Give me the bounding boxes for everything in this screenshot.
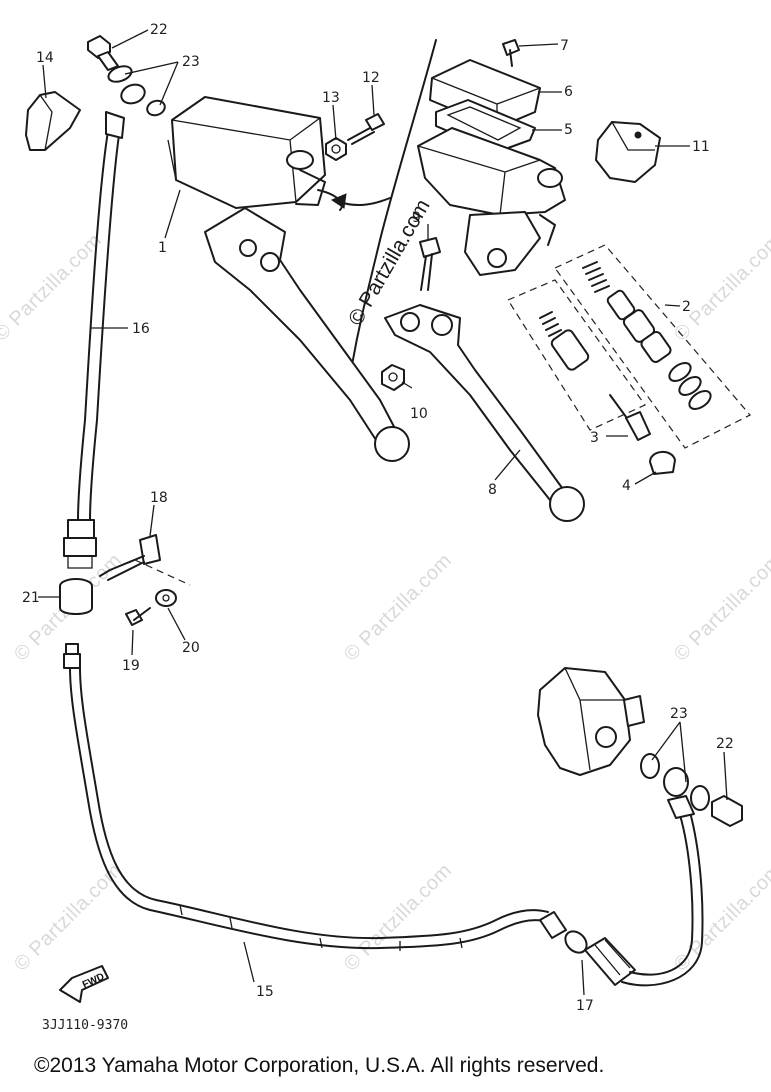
- part-13-washer[interactable]: [325, 137, 347, 161]
- callout-11: 11: [692, 139, 710, 155]
- part-8-brake-lever[interactable]: [384, 304, 585, 522]
- left-lever[interactable]: [204, 207, 410, 462]
- callout-22: 22: [150, 22, 168, 38]
- part-11-switch[interactable]: [595, 121, 661, 183]
- callout-12: 12: [362, 70, 380, 86]
- divider-line: [351, 39, 437, 366]
- callout-3: 3: [590, 430, 599, 446]
- callout-19: 19: [122, 658, 140, 674]
- callout-15: 15: [256, 984, 274, 1000]
- part-1-lever-holder[interactable]: [167, 96, 343, 211]
- callout-7: 7: [560, 38, 569, 54]
- callout-6: 6: [564, 84, 573, 100]
- direction-arrow: [339, 197, 391, 207]
- callout-14: 14: [36, 50, 54, 66]
- part-7-screw[interactable]: [502, 39, 520, 67]
- kit-outline-outer: [554, 244, 751, 449]
- callout-23: 23: [182, 54, 200, 70]
- master-cylinder-body[interactable]: [417, 127, 566, 276]
- callout-18: 18: [150, 490, 168, 506]
- copyright-footer: ©2013 Yamaha Motor Corporation, U.S.A. A…: [34, 1054, 605, 1077]
- part-22-union-bolt-bottom[interactable]: [711, 795, 743, 827]
- part-15-brake-hose-lower[interactable]: [63, 643, 549, 951]
- callout-9: 9: [412, 210, 421, 226]
- part-9-bolt[interactable]: [419, 237, 441, 291]
- callout-22: 22: [716, 736, 734, 752]
- callout-17: 17: [576, 998, 594, 1014]
- callout-16: 16: [132, 321, 150, 337]
- arrow-head: [330, 193, 347, 209]
- part-3-push-rod[interactable]: [609, 394, 651, 441]
- brake-caliper[interactable]: [537, 667, 645, 776]
- part-21-grommet[interactable]: [59, 578, 93, 615]
- leader-lines: [38, 29, 728, 996]
- part-16-brake-hose[interactable]: [63, 111, 125, 569]
- callout-4: 4: [622, 478, 631, 494]
- callout-21: 21: [22, 590, 40, 606]
- callout-23: 23: [670, 706, 688, 722]
- part-19-bolt[interactable]: [125, 607, 151, 626]
- part-5-diaphragm[interactable]: [435, 99, 536, 153]
- kit-outline-inner: [507, 279, 646, 431]
- part-20-washer[interactable]: [155, 589, 177, 607]
- callout-10: 10: [410, 406, 428, 422]
- callout-13: 13: [322, 90, 340, 106]
- callout-2: 2: [682, 299, 691, 315]
- part-23-washers-bottom[interactable]: [640, 753, 710, 811]
- part-10-nut[interactable]: [381, 364, 405, 391]
- part-12-bolt[interactable]: [347, 113, 385, 145]
- callout-20: 20: [182, 640, 200, 656]
- fwd-arrow: FWD: [59, 965, 109, 1003]
- part-18-hose-guide[interactable]: [99, 534, 191, 586]
- part-17-union-fitting[interactable]: [539, 795, 704, 987]
- part-22-union-bolt-top[interactable]: [87, 35, 119, 71]
- part-4-boot[interactable]: [649, 451, 676, 475]
- callouts: 22 23 14 13 12 1 7 6 5 11 9 2 10 3 8 4 1…: [22, 22, 734, 1014]
- callout-5: 5: [564, 122, 573, 138]
- callout-8: 8: [488, 482, 497, 498]
- diagram-code: 3JJ110-9370: [42, 1018, 129, 1033]
- callout-1: 1: [158, 240, 167, 256]
- part-14-cap[interactable]: [25, 91, 81, 151]
- piston-kit-parts[interactable]: [539, 261, 714, 413]
